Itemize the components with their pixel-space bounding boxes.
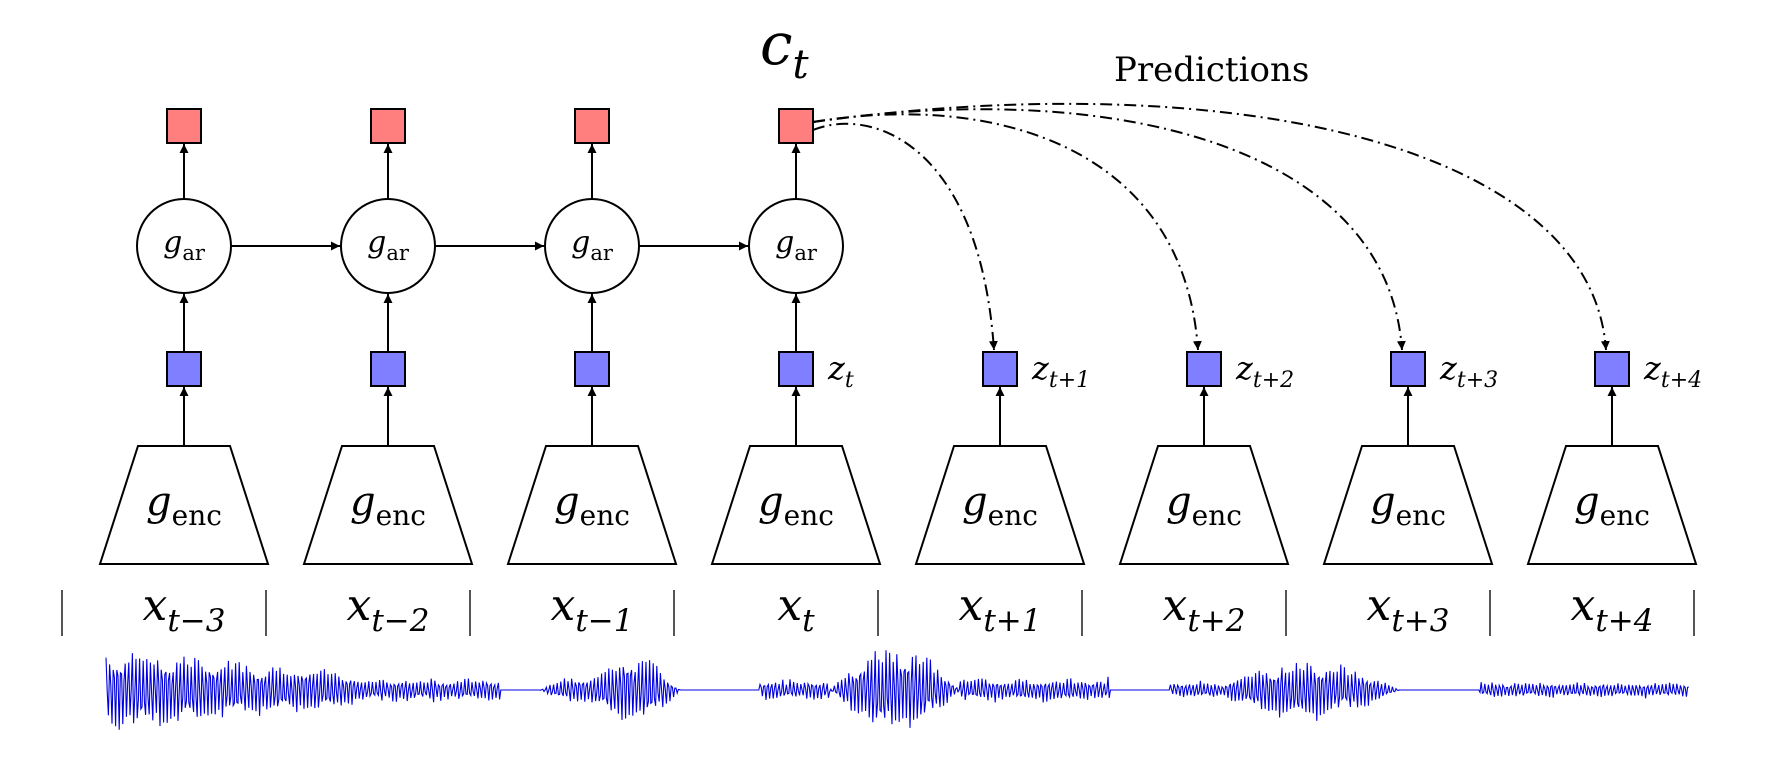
input-label-x: xt−1 [551,580,634,639]
autoregressive-label: gar [775,225,818,265]
autoregressive-label: gar [367,225,410,265]
encoder-label: genc [554,479,630,532]
input-label-x: xt [777,580,815,639]
encoder-block [914,445,1086,565]
input-label-x: xt+3 [1367,580,1450,639]
input-label-x: xt−2 [347,580,430,639]
prediction-arc [812,113,1202,351]
input-label-x: xt+2 [1163,580,1246,639]
predictions-label: Predictions [1114,50,1309,90]
latent-label-z: zt [827,349,854,393]
latent-label-z: zt+2 [1235,349,1294,393]
prediction-arc [812,102,1610,351]
input-label-x: xt+4 [1571,580,1654,639]
encoder-block [1118,445,1290,565]
encoder-block [710,445,882,565]
latent-square [1390,351,1426,387]
latent-square [370,351,406,387]
encoder-block [302,445,474,565]
encoder-block [1322,445,1494,565]
waveform-line [105,650,1689,730]
encoder-block [506,445,678,565]
encoder-label: genc [962,479,1038,532]
input-label-x: xt−3 [143,580,226,639]
encoder-label: genc [1574,479,1650,532]
latent-square [166,351,202,387]
context-square [166,108,202,144]
encoder-label: genc [1166,479,1242,532]
context-square [370,108,406,144]
context-square [778,108,814,144]
audio-waveform [105,650,1689,730]
latent-square [982,351,1018,387]
latent-square [1186,351,1222,387]
encoder-label: genc [350,479,426,532]
encoder-label: genc [758,479,834,532]
latent-square [574,351,610,387]
latent-label-z: zt+1 [1031,349,1090,393]
prediction-arc [812,122,998,351]
latent-square [778,351,814,387]
autoregressive-label: gar [571,225,614,265]
prediction-arcs [812,102,1610,351]
latent-label-z: zt+3 [1439,349,1498,393]
context-title: ct [760,10,809,88]
prediction-arc [812,108,1406,351]
encoder-block [98,445,270,565]
latent-square [1594,351,1630,387]
autoregressive-label: gar [163,225,206,265]
encoder-label: genc [146,479,222,532]
latent-label-z: zt+4 [1643,349,1702,393]
input-label-x: xt+1 [959,580,1042,639]
columns-layer: genc gar xt−3 genc gar xt−2 genc gar xt−1 genc zt g… [61,108,1702,639]
encoder-block [1526,445,1698,565]
context-square [574,108,610,144]
encoder-label: genc [1370,479,1446,532]
